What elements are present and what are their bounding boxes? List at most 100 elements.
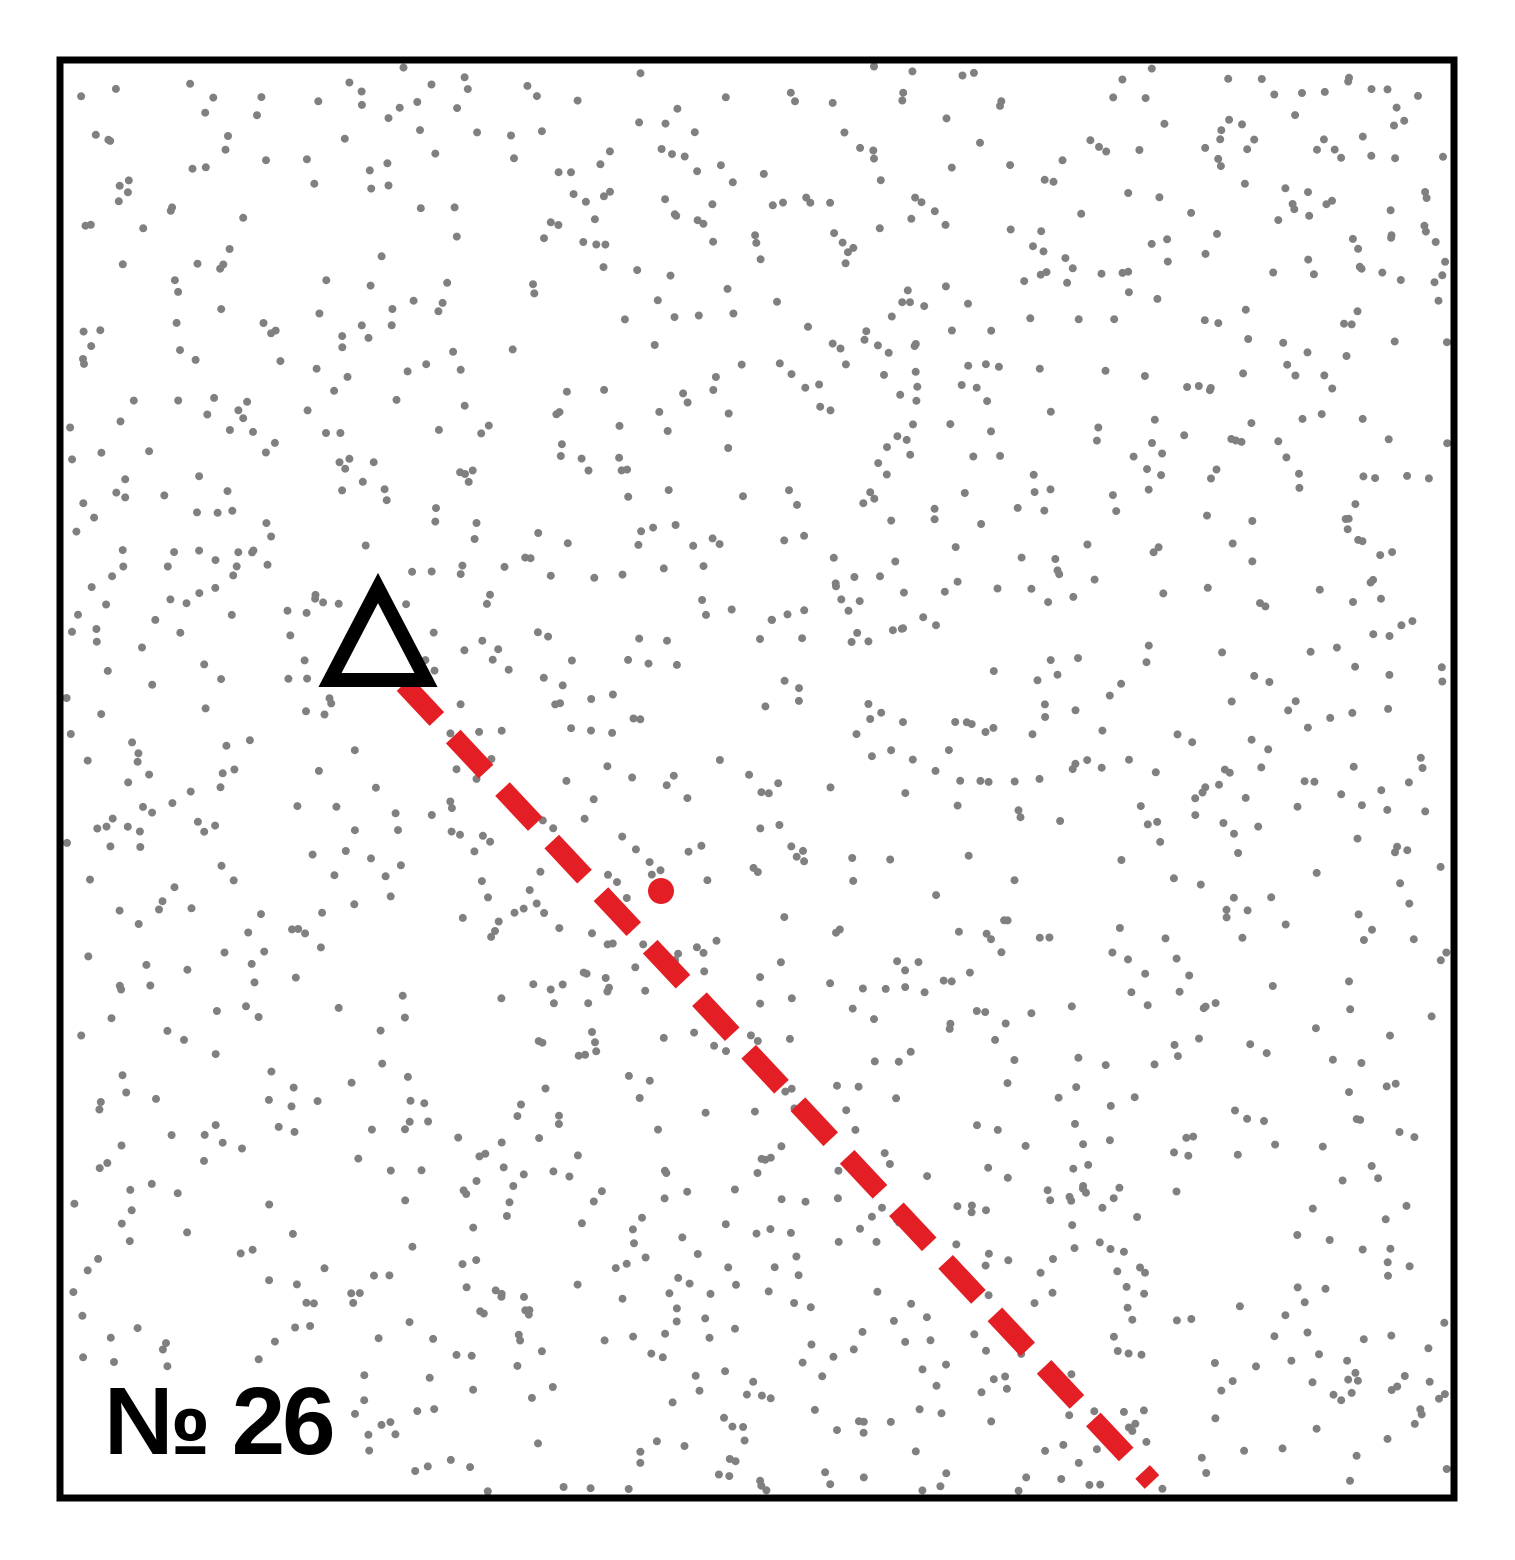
scatter-dot: [381, 872, 390, 881]
scatter-dot: [139, 224, 148, 233]
scatter-dot: [1311, 1024, 1320, 1033]
scatter-dot: [1397, 621, 1406, 630]
scatter-dot: [883, 443, 891, 452]
scatter-dot: [369, 458, 378, 467]
scatter-dot: [859, 1428, 868, 1437]
scatter-dot: [964, 851, 973, 860]
scatter-dot: [1312, 1424, 1321, 1433]
scatter-dot: [468, 466, 477, 475]
scatter-dot: [555, 1111, 563, 1120]
scatter-dot: [340, 134, 349, 143]
scatter-dot: [1403, 471, 1412, 480]
scatter-dot: [338, 486, 347, 495]
scatter-dot: [147, 1179, 156, 1188]
scatter-dot: [670, 210, 679, 219]
scatter-dot: [1382, 1082, 1391, 1091]
scatter-dot: [494, 645, 503, 654]
scatter-dot: [870, 62, 878, 71]
scatter-dot: [866, 715, 875, 723]
scatter-dot: [896, 390, 905, 399]
scatter-dot: [83, 756, 92, 765]
scatter-dot: [591, 1038, 599, 1047]
scatter-dot: [1058, 156, 1067, 165]
scatter-dot: [458, 913, 467, 922]
scatter-dot: [1098, 1203, 1107, 1212]
scatter-dot: [606, 187, 614, 196]
scatter-dot: [977, 520, 986, 528]
scatter-dot: [976, 776, 985, 785]
scatter-dot: [432, 504, 440, 513]
scatter-dot: [994, 362, 1003, 371]
scatter-dot: [951, 543, 960, 552]
scatter-dot: [1357, 801, 1366, 810]
scatter-dot: [491, 927, 499, 935]
scatter-dot: [834, 1166, 843, 1175]
scatter-dot: [423, 1462, 432, 1471]
scatter-dot: [1438, 271, 1447, 280]
scatter-dot: [434, 425, 443, 434]
scatter-dot: [1155, 193, 1164, 202]
scatter-dot: [987, 1417, 996, 1426]
scatter-dot: [1418, 764, 1427, 772]
scatter-dot: [1437, 663, 1446, 672]
scatter-dot: [907, 214, 916, 223]
target-point[interactable]: [648, 878, 674, 904]
scatter-dot: [1150, 1060, 1159, 1069]
scatter-dot: [892, 1094, 901, 1103]
scatter-dot: [399, 63, 408, 72]
scatter-dot: [589, 1197, 598, 1206]
scatter-dot: [398, 991, 407, 1000]
scatter-dot: [678, 1233, 687, 1242]
scatter-dot: [764, 789, 773, 798]
scatter-dot: [1391, 848, 1399, 857]
scatter-dot: [401, 1125, 409, 1134]
scatter-dot: [1238, 933, 1247, 942]
scatter-dot: [1148, 439, 1156, 447]
scatter-dot: [588, 929, 596, 938]
scatter-dot: [247, 959, 256, 968]
scatter-dot: [283, 606, 292, 615]
scatter-dot: [965, 968, 974, 977]
scatter-dot: [833, 1426, 841, 1435]
scatter-dot: [377, 252, 386, 261]
scatter-dot: [867, 752, 876, 761]
scatter-dot: [1420, 221, 1429, 230]
scatter-dot: [452, 1350, 461, 1359]
scatter-dot: [1002, 1384, 1011, 1393]
scatter-dot: [941, 282, 950, 291]
scatter-dot: [1427, 1012, 1436, 1021]
scatter-dot: [787, 370, 796, 379]
scatter-dot: [1300, 777, 1309, 786]
scatter-dot: [1030, 488, 1039, 497]
scatter-dot: [142, 960, 151, 969]
scatter-dot: [635, 1094, 644, 1102]
scatter-dot: [725, 1455, 734, 1463]
scatter-dot: [981, 1261, 990, 1270]
scatter-dot: [271, 326, 280, 335]
scatter-dot: [1304, 255, 1313, 264]
scatter-dot: [775, 821, 784, 829]
scatter-dot: [93, 824, 102, 833]
scatter-dot: [535, 1134, 544, 1143]
scatter-dot: [1400, 116, 1409, 125]
scatter-dot: [1083, 540, 1092, 549]
scatter-dot: [1122, 1282, 1131, 1291]
scatter-dot: [1348, 234, 1357, 243]
scatter-dot: [502, 1212, 511, 1220]
scatter-dot: [1377, 594, 1385, 603]
scatter-dot: [1434, 296, 1443, 305]
scatter-dot: [406, 1096, 415, 1105]
scatter-dot: [695, 1386, 704, 1395]
scatter-dot: [350, 746, 359, 755]
scatter-dot: [1405, 899, 1414, 908]
scatter-dot: [584, 999, 593, 1008]
scatter-dot: [507, 131, 515, 140]
start-triangle-marker[interactable]: [318, 572, 438, 687]
scatter-dot: [314, 97, 323, 106]
scatter-dot: [1291, 371, 1300, 380]
scatter-dot: [720, 1413, 728, 1422]
scatter-dot: [463, 85, 472, 94]
scatter-dot: [1158, 1484, 1167, 1493]
scatter-dot: [960, 489, 969, 497]
